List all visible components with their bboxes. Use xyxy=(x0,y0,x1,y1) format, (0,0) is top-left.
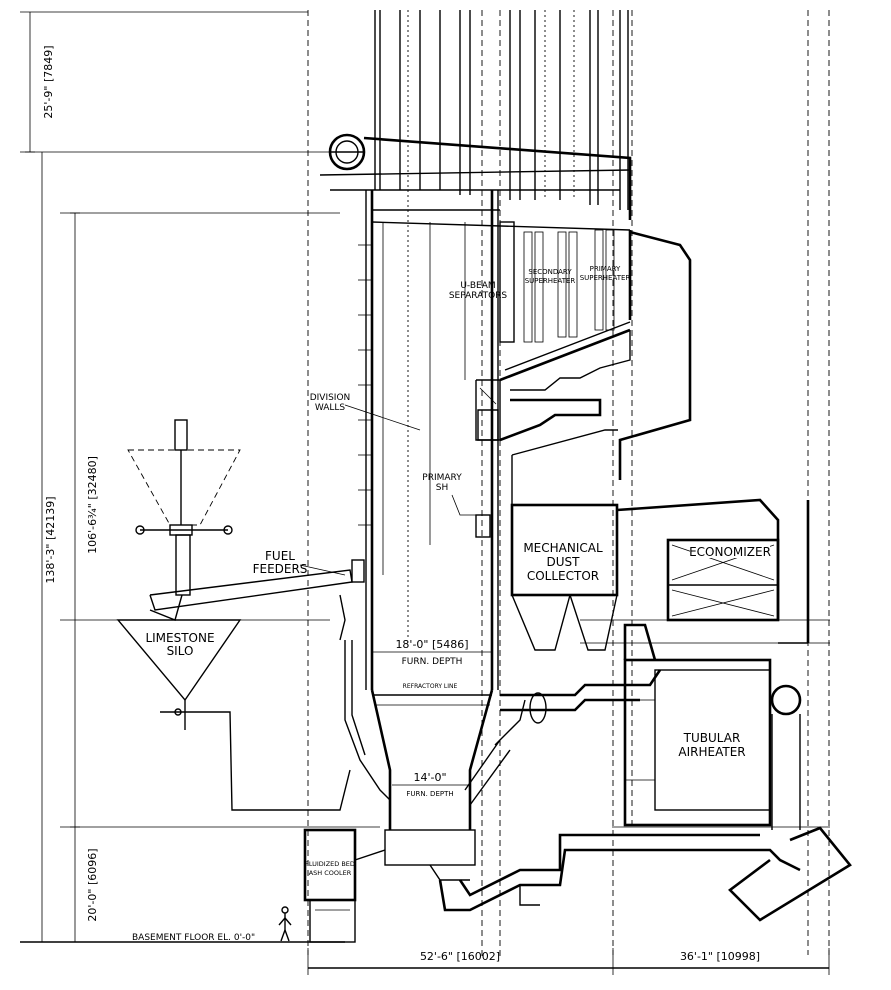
primary-air-ducts xyxy=(438,826,852,922)
u-beam-label-1: U-BEAM xyxy=(460,281,495,291)
economizer: ECONOMIZER xyxy=(616,498,780,622)
fuel-label-2: FEEDERS xyxy=(253,562,308,576)
limestone-silo: LIMESTONE SILO xyxy=(116,419,351,811)
pri-sh-top-label-2: SUPERHEATER xyxy=(580,274,631,282)
fuel-feeders: FUEL FEEDERS xyxy=(149,549,391,801)
limestone-label-1: LIMESTONE xyxy=(145,631,214,645)
sec-sh-label-1: SECONDARY xyxy=(528,268,572,276)
mechanical-dust-collector: MECHANICAL DUST COLLECTOR xyxy=(510,503,619,651)
primary-sh-label-1: PRIMARY xyxy=(422,473,462,483)
fuel-label-1: FUEL xyxy=(265,549,295,563)
dim-bottom-vertical: 20'-0" [6096] xyxy=(86,848,99,921)
dim-furnace-depth-upper: 18'-0" [5486] xyxy=(395,638,468,651)
economizer-label: ECONOMIZER xyxy=(689,545,771,559)
limestone-label-2: SILO xyxy=(167,644,194,658)
airheater-label-1: TUBULAR xyxy=(683,731,741,745)
horizontal-dimensions: 52'-6" [16002] 36'-1" [10998] xyxy=(307,948,830,975)
u-beam-label-2: SEPARATORS xyxy=(449,291,508,301)
refractory-label: REFRACTORY LINE xyxy=(403,683,458,690)
sec-sh-label-2: SUPERHEATER xyxy=(525,277,576,285)
person-scale-figure xyxy=(278,906,292,942)
mdc-label-2: DUST xyxy=(547,555,581,569)
grid-lines xyxy=(307,10,830,960)
secondary-air-duct xyxy=(464,669,662,806)
division-walls-label-1: DIVISION xyxy=(310,393,351,403)
fbac-label-1: FLUIDIZED BED xyxy=(305,860,355,868)
backpass-upper xyxy=(475,221,632,441)
tubular-airheater: TUBULAR AIRHEATER xyxy=(623,623,802,830)
furnace-labels: U-BEAM SEPARATORS SECONDARY SUPERHEATER … xyxy=(310,265,631,538)
dim-top-vertical: 25'-9" [7849] xyxy=(42,45,55,118)
dim-furnace-depth-upper-label: FURN. DEPTH xyxy=(402,657,463,667)
basement-floor-label: BASEMENT FLOOR EL. 0'-0" xyxy=(132,933,255,943)
steam-drum-and-roof xyxy=(319,10,632,220)
vertical-dimension-texts: 25'-9" [7849] 138'-3" [42139] 106'-6¾" [… xyxy=(42,45,99,921)
right-structure xyxy=(778,500,810,644)
dim-furnace-depth-lower-label: FURN. DEPTH xyxy=(406,790,453,798)
dim-horizontal-left: 52'-6" [16002] xyxy=(420,950,500,963)
mdc-label-1: MECHANICAL xyxy=(523,541,603,555)
dim-horizontal-right: 36'-1" [10998] xyxy=(680,950,760,963)
division-walls-label-2: WALLS xyxy=(315,403,346,413)
fluidized-bed-ash-cooler: FLUIDIZED BED ASH COOLER xyxy=(303,828,386,943)
furnace-depth-dims: 18'-0" [5486] FURN. DEPTH 14'-0" FURN. D… xyxy=(372,638,492,798)
dim-furnace-depth-lower: 14'-0" xyxy=(413,771,446,784)
flue-duct xyxy=(499,230,692,505)
wall-ticks xyxy=(358,244,372,526)
pri-sh-top-label-1: PRIMARY xyxy=(590,265,621,273)
dim-overall-vertical: 138'-3" [42139] xyxy=(44,496,57,583)
primary-sh-label-2: SH xyxy=(436,483,448,493)
dim-mid-vertical: 106'-6¾" [32480] xyxy=(86,456,99,554)
airheater-label-2: AIRHEATER xyxy=(678,745,745,759)
fbac-label-2: ASH COOLER xyxy=(309,869,352,877)
vertical-dimensions xyxy=(25,12,80,943)
mdc-label-3: COLLECTOR xyxy=(527,569,599,583)
